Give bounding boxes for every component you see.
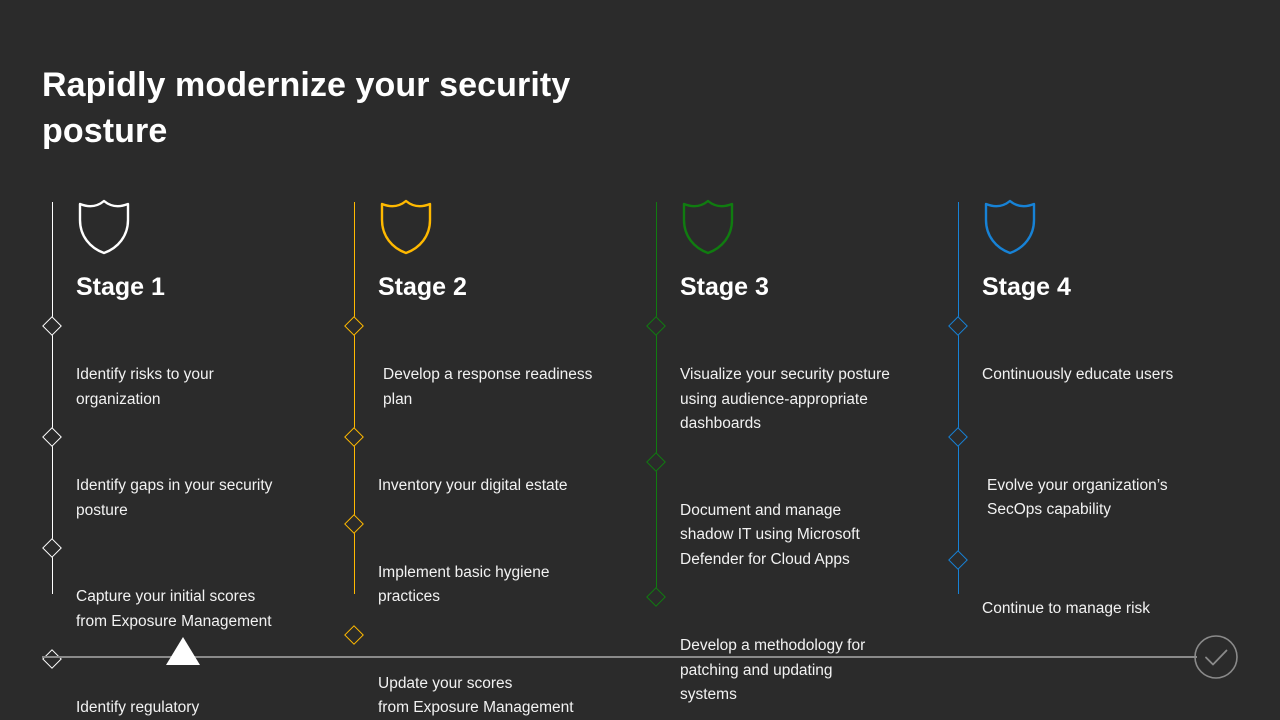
list-item-text: Update your scores from Exposure Managem…: [378, 674, 574, 717]
diamond-bullet-icon: [948, 426, 968, 447]
stage-item-list-2: Develop a response readiness plan Invent…: [344, 314, 646, 720]
list-item-text: Visualize your security posture using au…: [680, 366, 890, 432]
list-item[interactable]: Update your scores from Exposure Managem…: [344, 623, 646, 720]
stage-column-3: Stage 3 Visualize your security posture …: [646, 196, 948, 703]
list-item[interactable]: Continue to manage risk: [948, 548, 1250, 622]
diamond-bullet-icon: [42, 316, 62, 336]
list-item[interactable]: Identify gaps in your security posture: [42, 425, 344, 523]
list-item[interactable]: Continuously educate users: [948, 314, 1250, 388]
list-item-text: Identify gaps in your security posture: [76, 477, 273, 519]
shield-outline-icon: [76, 198, 132, 256]
stage-spine-4: [958, 202, 959, 594]
stage-heading-2: Stage 2: [378, 273, 467, 301]
stage-column-1: Stage 1 Identify risks to your organizat…: [42, 196, 344, 716]
diamond-bullet-icon: [948, 549, 968, 570]
diamond-bullet-icon: [42, 649, 62, 669]
diamond-bullet-icon: [344, 316, 364, 336]
check-circle-icon[interactable]: [1193, 634, 1239, 680]
list-item[interactable]: Implement basic hygiene practices: [344, 512, 646, 610]
stage-spine-2: [354, 202, 355, 594]
list-item[interactable]: Visualize your security posture using au…: [646, 314, 948, 437]
list-item-text: Continuously educate users: [982, 366, 1174, 383]
list-item-text: Evolve your organization’s SecOps capabi…: [987, 476, 1168, 519]
list-item-text: Develop a methodology for patching and u…: [680, 637, 866, 703]
stage-item-list-4: Continuously educate users Evolve your o…: [948, 314, 1250, 634]
stage-columns: Stage 1 Identify risks to your organizat…: [42, 196, 1242, 716]
progress-rail: [42, 656, 1197, 658]
diamond-bullet-icon: [646, 587, 666, 607]
triangle-marker-icon[interactable]: [166, 637, 200, 665]
stage-heading-3: Stage 3: [680, 273, 769, 301]
stage-heading-1: Stage 1: [76, 273, 165, 301]
stage-item-list-3: Visualize your security posture using au…: [646, 314, 948, 720]
diamond-bullet-icon: [344, 427, 364, 447]
list-item[interactable]: Inventory your digital estate: [344, 425, 646, 499]
list-item[interactable]: Document and manage shadow IT using Micr…: [646, 450, 948, 573]
list-item-text: Develop a response readiness plan: [383, 366, 593, 408]
list-item[interactable]: Identify risks to your organization: [42, 314, 344, 412]
diamond-bullet-icon: [42, 538, 62, 558]
stage-item-list-1: Identify risks to your organization Iden…: [42, 314, 344, 720]
shield-outline-icon: [680, 198, 736, 256]
diamond-bullet-icon: [344, 513, 364, 534]
stage-heading-4: Stage 4: [982, 273, 1071, 301]
diamond-bullet-icon: [42, 427, 62, 447]
stage-column-2: Stage 2 Develop a response readiness pla…: [344, 196, 646, 716]
list-item-text: Identify regulatory requirements: [76, 699, 200, 716]
stage-column-4: Stage 4 Continuously educate users Evolv…: [948, 196, 1250, 617]
diamond-bullet-icon: [646, 316, 666, 336]
list-item-text: Capture your initial scores from Exposur…: [76, 588, 272, 630]
diamond-bullet-icon: [948, 316, 968, 336]
list-item[interactable]: Evolve your organization’s SecOps capabi…: [948, 425, 1250, 523]
page-title: Rapidly modernize your security posture: [42, 66, 571, 150]
stage-spine-1: [52, 202, 53, 594]
list-item-text: Implement basic hygiene practices: [378, 563, 550, 606]
diamond-bullet-icon: [646, 451, 666, 472]
list-item-text: Document and manage shadow IT using Micr…: [680, 501, 860, 568]
list-item[interactable]: Identify regulatory requirements: [42, 647, 344, 720]
list-item[interactable]: Develop a response readiness plan: [344, 314, 646, 412]
list-item[interactable]: Develop a methodology for patching and u…: [646, 585, 948, 708]
diamond-bullet-icon: [344, 624, 364, 645]
list-item-text: Inventory your digital estate: [378, 477, 568, 494]
list-item-text: Continue to manage risk: [982, 599, 1151, 617]
shield-outline-icon: [982, 198, 1038, 256]
list-item[interactable]: Capture your initial scores from Exposur…: [42, 536, 344, 634]
list-item-text: Identify risks to your organization: [76, 366, 214, 408]
stage-spine-3: [656, 202, 657, 594]
shield-outline-icon: [378, 198, 434, 256]
